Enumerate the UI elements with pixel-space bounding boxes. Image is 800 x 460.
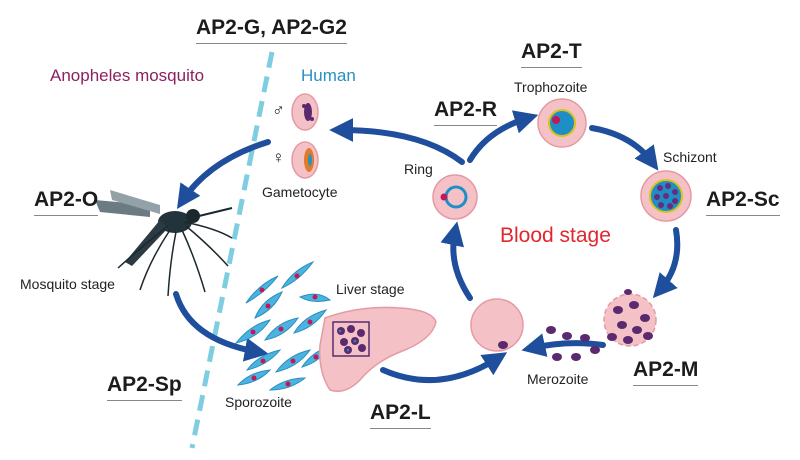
label-ap2-sc: AP2-Sc [706, 188, 780, 216]
label-ap2-sp: AP2-Sp [107, 373, 182, 401]
arrow-trophozoite-to-schizont [589, 125, 659, 171]
label-human-host: Human [301, 66, 356, 85]
arrow-schizont-to-merozoite [652, 227, 681, 299]
arrow-to-ring [440, 221, 473, 301]
label-schizont: Schizont [663, 149, 717, 165]
label-ap2-l: AP2-L [370, 401, 431, 429]
ring-cell-icon [432, 174, 478, 220]
mosquito-icon [95, 190, 233, 297]
trophozoite-cell-icon [537, 98, 587, 148]
label-ap2-o: AP2-O [34, 188, 99, 216]
arrow-to-merozoite-cell [521, 333, 606, 357]
label-ap2-r: AP2-R [434, 98, 498, 126]
label-merozoite: Merozoite [527, 371, 589, 387]
host-divider-line [189, 51, 275, 449]
red-blood-cell-icon [470, 298, 524, 352]
label-trophozoite: Trophozoite [514, 79, 588, 95]
label-liver-stage: Liver stage [336, 281, 405, 297]
arrow-mosquito-to-sporozoite [173, 291, 269, 362]
schizont-cell-icon [640, 170, 692, 222]
sporozoite-icon [234, 260, 332, 391]
label-mosquito-host: Anopheles mosquito [50, 66, 205, 85]
arrow-liver-to-blood [380, 352, 508, 384]
label-ap2-t: AP2-T [521, 40, 582, 68]
label-ap2-g: AP2-G, AP2-G2 [196, 16, 347, 44]
bursting-cell-icon [603, 289, 657, 347]
label-gametocyte: Gametocyte [262, 184, 338, 200]
female-symbol: ♀ [272, 148, 285, 167]
label-mosquito-stage: Mosquito stage [20, 276, 115, 292]
label-sporozoite: Sporozoite [225, 394, 292, 410]
liver-icon [318, 306, 437, 392]
arrow-ring-to-gametocyte [329, 118, 465, 165]
label-blood-stage: Blood stage [500, 224, 611, 247]
label-ring: Ring [404, 161, 433, 177]
male-gametocyte-icon [291, 93, 319, 131]
arrow-ring-to-trophozoite [467, 110, 539, 163]
merozoite-icon [546, 326, 600, 361]
label-ap2-m: AP2-M [633, 358, 699, 386]
arrow-gametocyte-to-mosquito [176, 139, 271, 209]
male-symbol: ♂ [272, 101, 285, 120]
female-gametocyte-icon [291, 141, 319, 179]
